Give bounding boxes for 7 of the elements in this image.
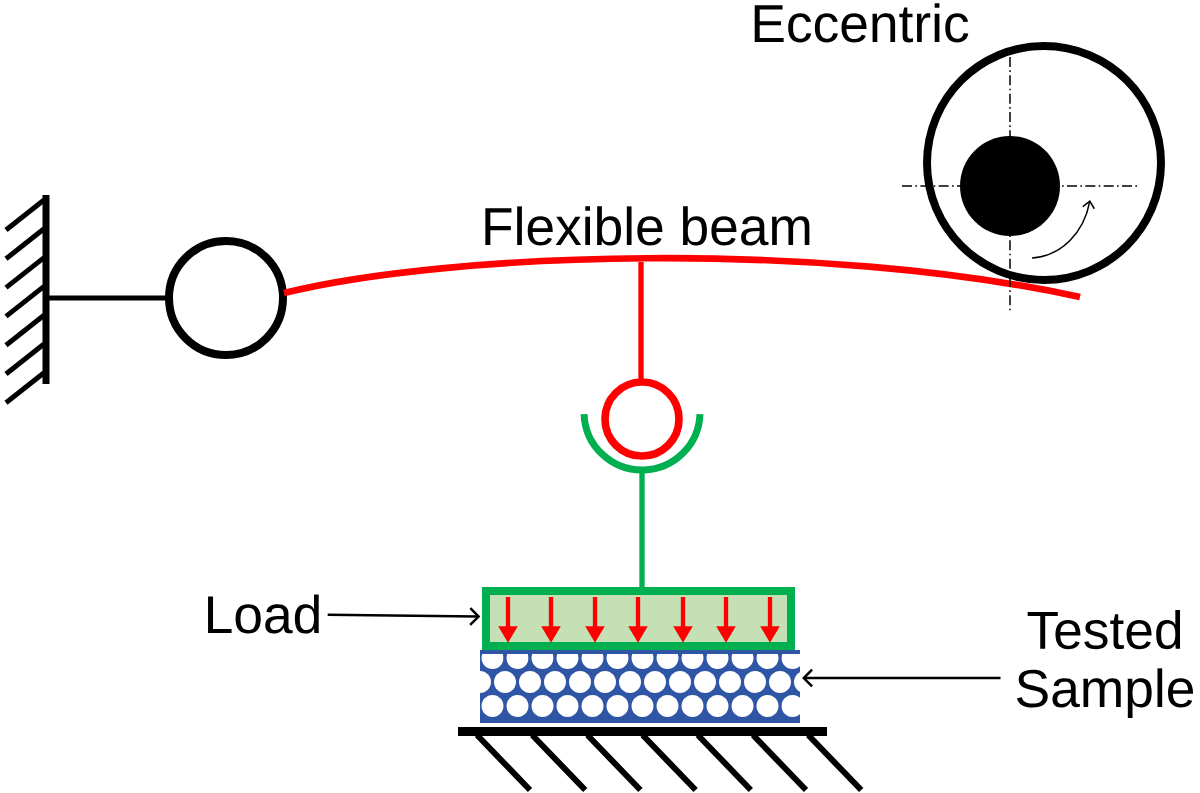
part-label: Load <box>208 594 319 634</box>
part-label: Flexible beam <box>485 206 810 246</box>
part-label: Eccentric <box>754 3 969 43</box>
part-label: Tested Sample <box>1017 610 1194 718</box>
leader-line <box>802 668 1001 688</box>
leader-line <box>327 607 481 626</box>
load-plate <box>482 587 795 650</box>
